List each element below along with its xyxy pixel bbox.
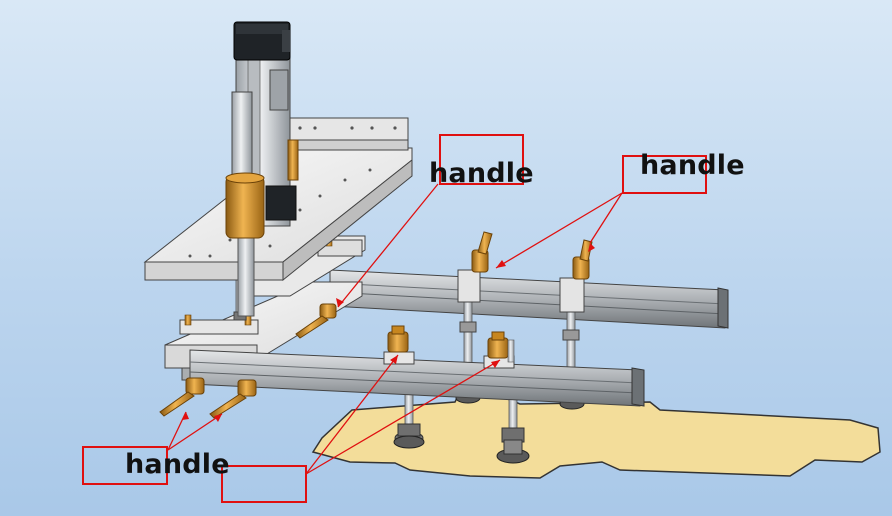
- arrow-center-to-middle-handle: [337, 183, 439, 308]
- suction-cup-center: [496, 394, 530, 464]
- callout-box-right: [622, 155, 707, 194]
- rear-spindle-left: [457, 269, 481, 393]
- handle-rear-left: [471, 231, 493, 273]
- callout-box-center: [439, 134, 524, 185]
- rear-rail: [329, 269, 729, 329]
- motor: [233, 21, 291, 61]
- label-handle-right: handle: [640, 150, 745, 181]
- handle-rear-right: [572, 239, 593, 280]
- handle-front-center: [209, 379, 257, 419]
- front-bracket-left: [383, 325, 415, 365]
- handle-front-left: [159, 377, 205, 417]
- front-bracket-right: [483, 331, 515, 369]
- arrow-right-to-rear-left-handle: [495, 192, 623, 269]
- callout-box-bottom-center: [221, 465, 307, 503]
- arrow-box-to-bracket-left: [305, 354, 399, 475]
- label-handle-bottom: handle: [125, 449, 230, 480]
- callout-box-bottom-left: [82, 446, 168, 485]
- brass-coupling: [225, 172, 265, 239]
- arrow-heads: [182, 243, 595, 422]
- front-rail: [189, 349, 645, 407]
- callout-arrows: [167, 183, 623, 475]
- handle-middle: [295, 303, 337, 339]
- label-handle-center: handle: [429, 158, 534, 189]
- arrow-bottom-to-front-center-handle: [167, 413, 223, 451]
- rear-spindle-right: [559, 277, 585, 385]
- arrow-box-to-bracket-right: [305, 359, 501, 475]
- suction-cup-left: [393, 389, 425, 449]
- arrow-right-to-rear-right-handle: [589, 192, 623, 244]
